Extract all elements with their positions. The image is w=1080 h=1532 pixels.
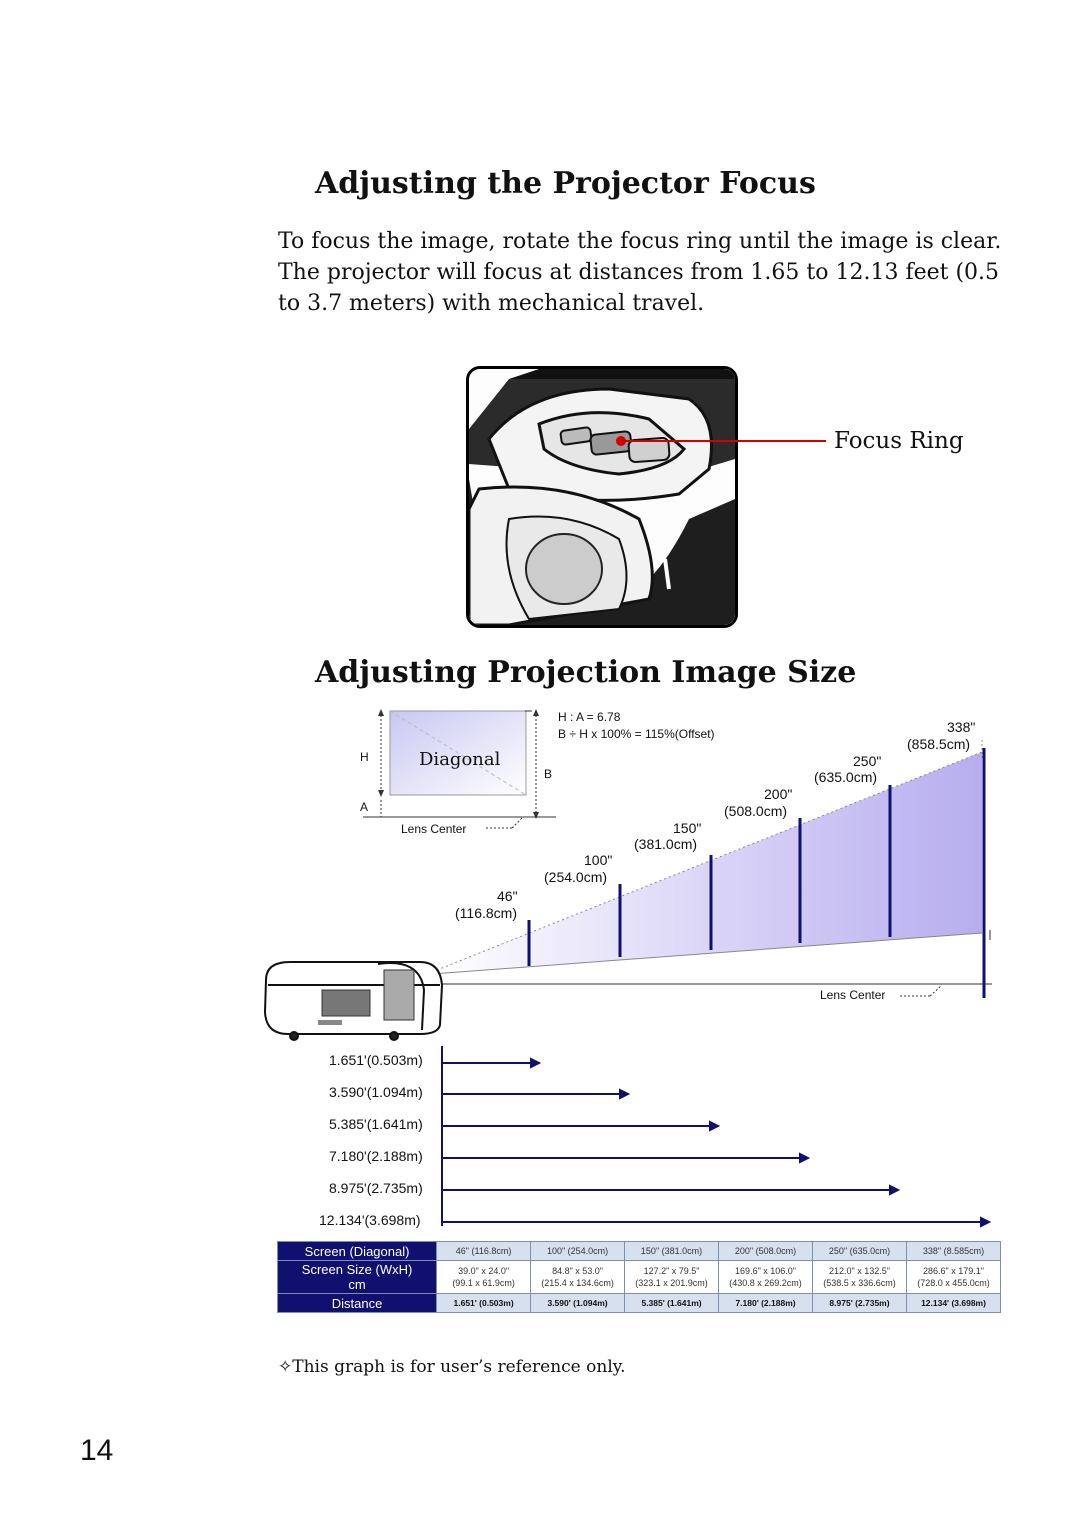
reference-note: ✧This graph is for user’s reference only… xyxy=(278,1357,626,1377)
h-label: H xyxy=(360,750,369,764)
distance-label: 5.385'(1.641m) xyxy=(329,1116,423,1132)
size-cm: (538.5 x 336.6cm) xyxy=(823,1278,896,1288)
table-cell: 200" (508.0cm) xyxy=(718,1241,814,1261)
table-cell: 12.134' (3.698m) xyxy=(906,1293,1001,1313)
table-header-distance: Distance xyxy=(276,1293,438,1313)
distance-label: 8.975'(2.735m) xyxy=(329,1180,423,1196)
table-cell: 286.6" x 179.1" (728.0 x 455.0cm) xyxy=(906,1260,1001,1294)
size-cm: (99.1 x 61.9cm) xyxy=(452,1278,515,1288)
paragraph-line: The projector will focus at distances fr… xyxy=(278,260,1000,285)
table-row: Screen Size (WxH) cm 39.0" x 24.0" (99.1 … xyxy=(276,1260,1001,1294)
table-cell: 212.0" x 132.5" (538.5 x 336.6cm) xyxy=(812,1260,907,1294)
screen-size-cm: (635.0cm) xyxy=(814,769,878,785)
table-cell: 127.2" x 79.5" (323.1 x 201.9cm) xyxy=(624,1260,720,1294)
table-cell: 84.8" x 53.0" (215.4 x 134.6cm) xyxy=(530,1260,626,1294)
table-cell: 46" (116.8cm) xyxy=(436,1241,532,1261)
paragraph-line: To focus the image, rotate the focus rin… xyxy=(278,229,1002,254)
table-cell: 169.6" x 106.0" (430.8 x 269.2cm) xyxy=(718,1260,814,1294)
size-inches: 84.8" x 53.0" xyxy=(552,1266,604,1276)
screen-size-cm: (381.0cm) xyxy=(634,836,698,852)
screen-size-inches: 338" xyxy=(947,719,976,735)
table-cell: 1.651' (0.503m) xyxy=(436,1293,532,1313)
size-inches: 212.0" x 132.5" xyxy=(829,1266,890,1276)
focus-ring-label: Focus Ring xyxy=(834,428,964,454)
a-label: A xyxy=(360,800,369,814)
size-inches: 127.2" x 79.5" xyxy=(643,1266,700,1276)
projector-focus-photo xyxy=(466,366,738,628)
screen-size-cm: (254.0cm) xyxy=(544,869,608,885)
paragraph-line: to 3.7 meters) with mechanical travel. xyxy=(278,291,705,316)
diagonal-label: Diagonal xyxy=(419,749,501,770)
table-row: Distance 1.651' (0.503m) 3.590' (1.094m)… xyxy=(276,1293,1001,1313)
focus-section-title: Adjusting the Projector Focus xyxy=(315,166,816,201)
screen-size-cm: (116.8cm) xyxy=(455,905,517,921)
screen-size-inches: 100" xyxy=(584,852,613,868)
b-label: B xyxy=(544,767,553,781)
table-header-size: Screen Size (WxH) cm xyxy=(276,1260,438,1294)
size-cm: (323.1 x 201.9cm) xyxy=(635,1278,708,1288)
size-section-title: Adjusting Projection Image Size xyxy=(315,655,857,690)
screen-size-cm: (858.5cm) xyxy=(907,736,971,752)
table-row: Screen (Diagonal) 46" (116.8cm) 100" (25… xyxy=(276,1241,1001,1261)
size-cm: (728.0 x 455.0cm) xyxy=(917,1278,990,1288)
table-cell: 8.975' (2.735m) xyxy=(812,1293,907,1313)
lens-center-label: Lens Center xyxy=(820,988,886,1002)
size-inches: 169.6" x 106.0" xyxy=(735,1266,796,1276)
distance-label: 1.651'(0.503m) xyxy=(329,1052,423,1068)
distance-label: 3.590'(1.094m) xyxy=(329,1084,423,1100)
size-header-label: Screen Size (WxH) xyxy=(301,1262,413,1277)
screen-size-inches: 200" xyxy=(764,786,793,802)
size-header-unit: cm xyxy=(348,1277,366,1292)
distance-label: 12.134'(3.698m) xyxy=(319,1212,421,1228)
table-cell: 39.0" x 24.0" (99.1 x 61.9cm) xyxy=(436,1260,532,1294)
table-cell: 150" (381.0cm) xyxy=(624,1241,720,1261)
projector-side-view xyxy=(263,961,444,1041)
screen-size-inches: 46" xyxy=(497,888,518,904)
ratio-label: H : A = 6.78 xyxy=(558,710,621,724)
lens-center-label-inset: Lens Center xyxy=(401,822,467,836)
size-inches: 39.0" x 24.0" xyxy=(458,1266,510,1276)
table-cell: 250" (635.0cm) xyxy=(812,1241,907,1261)
table-cell: 338" (8.585cm) xyxy=(906,1241,1001,1261)
table-cell: 7.180' (2.188m) xyxy=(718,1293,814,1313)
size-inches: 286.6" x 179.1" xyxy=(923,1266,984,1276)
page-number: 14 xyxy=(80,1434,114,1467)
projection-spec-table: Screen (Diagonal) 46" (116.8cm) 100" (25… xyxy=(276,1241,1001,1313)
screen-size-inches: 250" xyxy=(853,753,882,769)
focus-paragraph: To focus the image, rotate the focus rin… xyxy=(278,226,1038,319)
size-cm: (430.8 x 269.2cm) xyxy=(729,1278,802,1288)
screen-size-cm: (508.0cm) xyxy=(724,803,788,819)
table-header-diagonal: Screen (Diagonal) xyxy=(276,1241,438,1261)
size-cm: (215.4 x 134.6cm) xyxy=(541,1278,614,1288)
screen-size-inches: 150" xyxy=(673,820,702,836)
table-cell: 5.385' (1.641m) xyxy=(624,1293,720,1313)
table-cell: 100" (254.0cm) xyxy=(530,1241,626,1261)
offset-label: B ÷ H x 100% = 115%(Offset) xyxy=(558,727,715,741)
table-cell: 3.590' (1.094m) xyxy=(530,1293,626,1313)
distance-label: 7.180'(2.188m) xyxy=(329,1148,423,1164)
